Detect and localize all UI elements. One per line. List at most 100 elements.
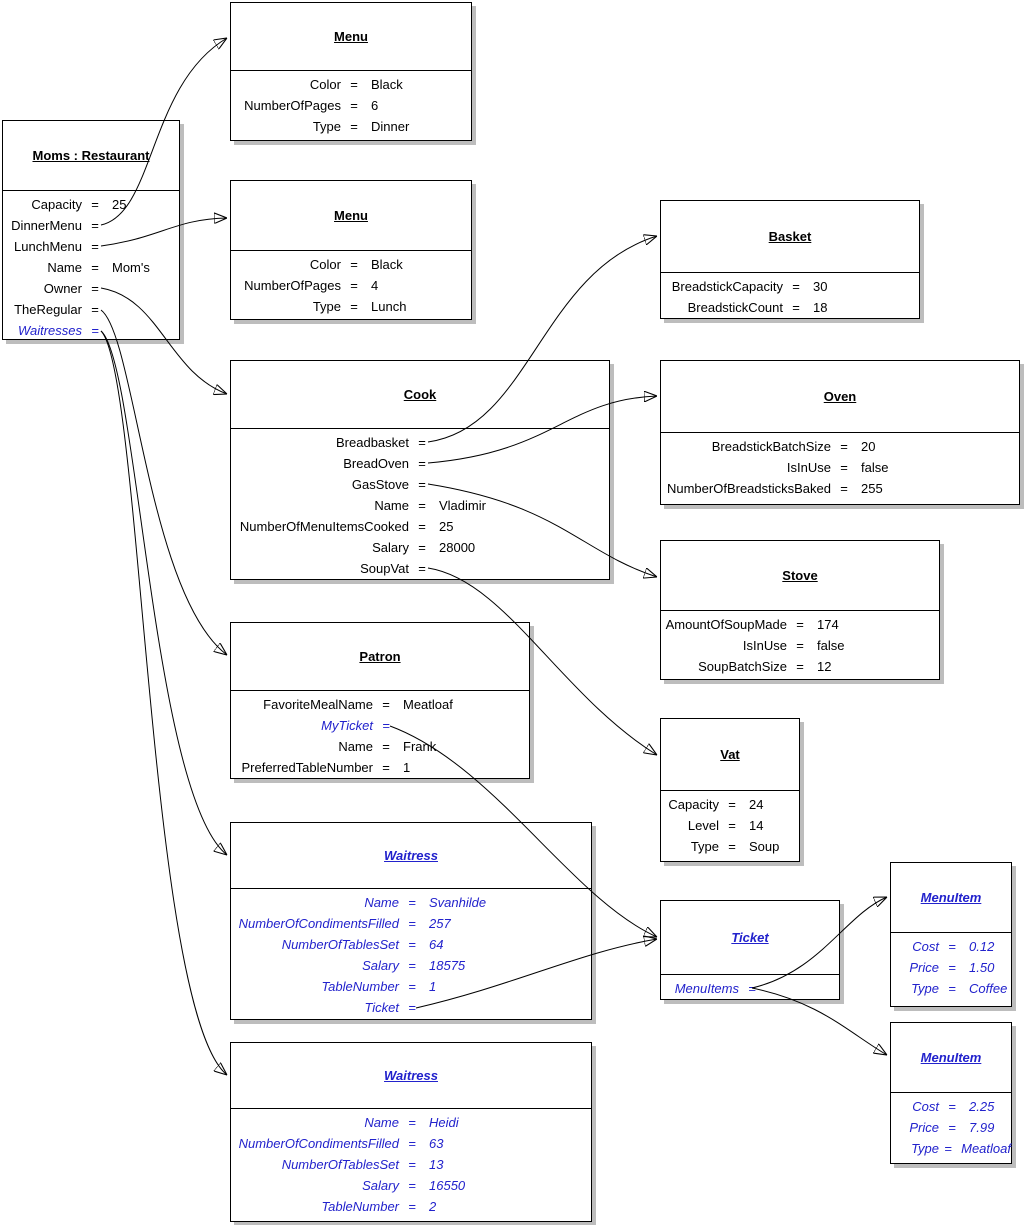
attribute-list: Color=Black NumberOfPages=6 Type=Dinner (231, 71, 471, 137)
object-box-menuitem-coffee-header: MenuItem (891, 863, 1011, 933)
attribute-row: Salary=18575 (362, 958, 466, 973)
object-box-waitress-1-header: Waitress (231, 823, 591, 889)
object-box-menuitem-meatloaf-header: MenuItem (891, 1023, 1011, 1093)
attribute-list: BreadstickCapacity=30 BreadstickCount=18 (661, 273, 919, 318)
attribute-row: Type=Coffee (911, 981, 1008, 996)
attribute-row: BreadstickCount=18 (687, 300, 828, 315)
attribute-row: Price=1.50 (909, 960, 995, 975)
object-title: MenuItem (920, 890, 982, 905)
object-box-basket-header: Basket (661, 201, 919, 273)
attribute-row: Type=Lunch (312, 299, 407, 314)
attribute-row-reference: Ticket= (364, 1000, 416, 1015)
attribute-row: NumberOfTablesSet=64 (281, 937, 444, 952)
attribute-row: AmountOfSoupMade=174 (665, 617, 839, 632)
attribute-row: Name=Mom's (47, 260, 150, 275)
attribute-list: BreadstickBatchSize=20 IsInUse=false Num… (661, 433, 1019, 499)
attribute-list: Breadbasket= BreadOven= GasStove= Name=V… (231, 429, 609, 579)
object-title: Vat (720, 747, 740, 762)
attribute-row: Salary=16550 (362, 1178, 466, 1193)
attribute-row: BreadstickBatchSize=20 (711, 439, 876, 454)
object-title: Waitress (384, 848, 438, 863)
object-box-patron-header: Patron (231, 623, 529, 691)
attribute-list: MenuItems= (661, 975, 839, 999)
attribute-row: NumberOfMenuItemsCooked=25 (239, 519, 454, 534)
attribute-row: PreferredTableNumber=1 (241, 760, 411, 775)
attribute-row: NumberOfCondimentsFilled=63 (238, 1136, 444, 1151)
attribute-row: Cost=2.25 (912, 1099, 995, 1114)
object-box-vat[interactable]: Vat Capacity=24 Level=14 Type=Soup (660, 718, 800, 862)
attribute-row: TheRegular= (14, 302, 99, 317)
attribute-row: Owner= (43, 281, 99, 296)
object-box-restaurant-header: Moms : Restaurant (3, 121, 179, 191)
attribute-list: Name=Heidi NumberOfCondimentsFilled=63 N… (231, 1109, 591, 1217)
attribute-row: Type=Soup (690, 839, 780, 854)
attribute-row: Color=Black (309, 257, 403, 272)
attribute-row: SoupVat= (360, 561, 426, 576)
attribute-row: Level=14 (687, 818, 764, 833)
attribute-row: IsInUse=false (786, 460, 889, 475)
attribute-row: Breadbasket= (336, 435, 426, 450)
object-box-basket[interactable]: Basket BreadstickCapacity=30 BreadstickC… (660, 200, 920, 319)
object-title: Patron (359, 649, 401, 664)
object-title: Menu (334, 29, 368, 44)
attribute-row: Color=Black (309, 77, 403, 92)
attribute-row: Price=7.99 (909, 1120, 995, 1135)
attribute-list: Name=Svanhilde NumberOfCondimentsFilled=… (231, 889, 591, 1018)
arrow-restaurant-waitresses-to-waitress-2 (100, 330, 227, 1075)
attribute-row: NumberOfBreadsticksBaked=255 (666, 481, 883, 496)
attribute-row: Capacity=24 (668, 797, 764, 812)
object-box-restaurant[interactable]: Moms : Restaurant Capacity=25 DinnerMenu… (2, 120, 180, 340)
object-title: Oven (823, 389, 857, 404)
attribute-row: Name=Heidi (364, 1115, 459, 1130)
attribute-row: NumberOfPages=6 (244, 98, 379, 113)
object-box-waitress-1[interactable]: Waitress Name=Svanhilde NumberOfCondimen… (230, 822, 592, 1020)
object-box-menu-lunch-header: Menu (231, 181, 471, 251)
attribute-row: Salary=28000 (372, 540, 476, 555)
object-box-waitress-2-header: Waitress (231, 1043, 591, 1109)
attribute-row: Name=Svanhilde (364, 895, 487, 910)
attribute-row: Type=Dinner (312, 119, 410, 134)
attribute-row: BreadstickCapacity=30 (671, 279, 828, 294)
attribute-list: FavoriteMealName=Meatloaf MyTicket= Name… (231, 691, 529, 778)
object-box-menu-dinner-header: Menu (231, 3, 471, 71)
attribute-row: Name=Vladimir (374, 498, 486, 513)
object-box-stove[interactable]: Stove AmountOfSoupMade=174 IsInUse=false… (660, 540, 940, 680)
object-box-menu-lunch[interactable]: Menu Color=Black NumberOfPages=4 Type=Lu… (230, 180, 472, 320)
attribute-row: SoupBatchSize=12 (698, 659, 832, 674)
attribute-list: Capacity=25 DinnerMenu= LunchMenu= Name=… (3, 191, 179, 341)
attribute-row-reference: MenuItems= (674, 981, 756, 996)
object-title: Menu (334, 208, 368, 223)
object-title: Ticket (731, 930, 769, 945)
attribute-row: NumberOfTablesSet=13 (281, 1157, 444, 1172)
attribute-row: GasStove= (351, 477, 426, 492)
object-box-waitress-2[interactable]: Waitress Name=Heidi NumberOfCondimentsFi… (230, 1042, 592, 1222)
object-box-patron[interactable]: Patron FavoriteMealName=Meatloaf MyTicke… (230, 622, 530, 779)
object-box-oven-header: Oven (661, 361, 1019, 433)
attribute-row: TableNumber=2 (321, 1199, 437, 1214)
attribute-row: LunchMenu= (14, 239, 99, 254)
attribute-row: NumberOfCondimentsFilled=257 (238, 916, 451, 931)
attribute-row: DinnerMenu= (11, 218, 99, 233)
object-box-cook[interactable]: Cook Breadbasket= BreadOven= GasStove= N… (230, 360, 610, 580)
object-title: Stove (782, 568, 818, 583)
attribute-list: Cost=2.25 Price=7.99 Type=Meatloaf (891, 1093, 1011, 1159)
object-box-menu-dinner[interactable]: Menu Color=Black NumberOfPages=6 Type=Di… (230, 2, 472, 141)
attribute-list: AmountOfSoupMade=174 IsInUse=false SoupB… (661, 611, 939, 677)
attribute-row: NumberOfPages=4 (244, 278, 379, 293)
attribute-row: Name=Frank (338, 739, 437, 754)
attribute-row: Type=Meatloaf (911, 1141, 1011, 1156)
arrow-restaurant-theregular-to-patron (100, 309, 227, 655)
object-box-oven[interactable]: Oven BreadstickBatchSize=20 IsInUse=fals… (660, 360, 1020, 505)
attribute-row-reference: MyTicket= (321, 718, 390, 733)
attribute-list: Capacity=24 Level=14 Type=Soup (661, 791, 799, 857)
attribute-row: TableNumber=1 (321, 979, 437, 994)
arrow-restaurant-waitresses-to-waitress-1 (100, 330, 227, 855)
object-box-menuitem-coffee[interactable]: MenuItem Cost=0.12 Price=1.50 Type=Coffe… (890, 862, 1012, 1007)
object-box-cook-header: Cook (231, 361, 609, 429)
object-box-ticket[interactable]: Ticket MenuItems= (660, 900, 840, 1000)
object-box-menuitem-meatloaf[interactable]: MenuItem Cost=2.25 Price=7.99 Type=Meatl… (890, 1022, 1012, 1164)
object-title: Waitress (384, 1068, 438, 1083)
attribute-row-reference: Waitresses= (17, 323, 99, 338)
object-box-stove-header: Stove (661, 541, 939, 611)
object-title: MenuItem (920, 1050, 982, 1065)
